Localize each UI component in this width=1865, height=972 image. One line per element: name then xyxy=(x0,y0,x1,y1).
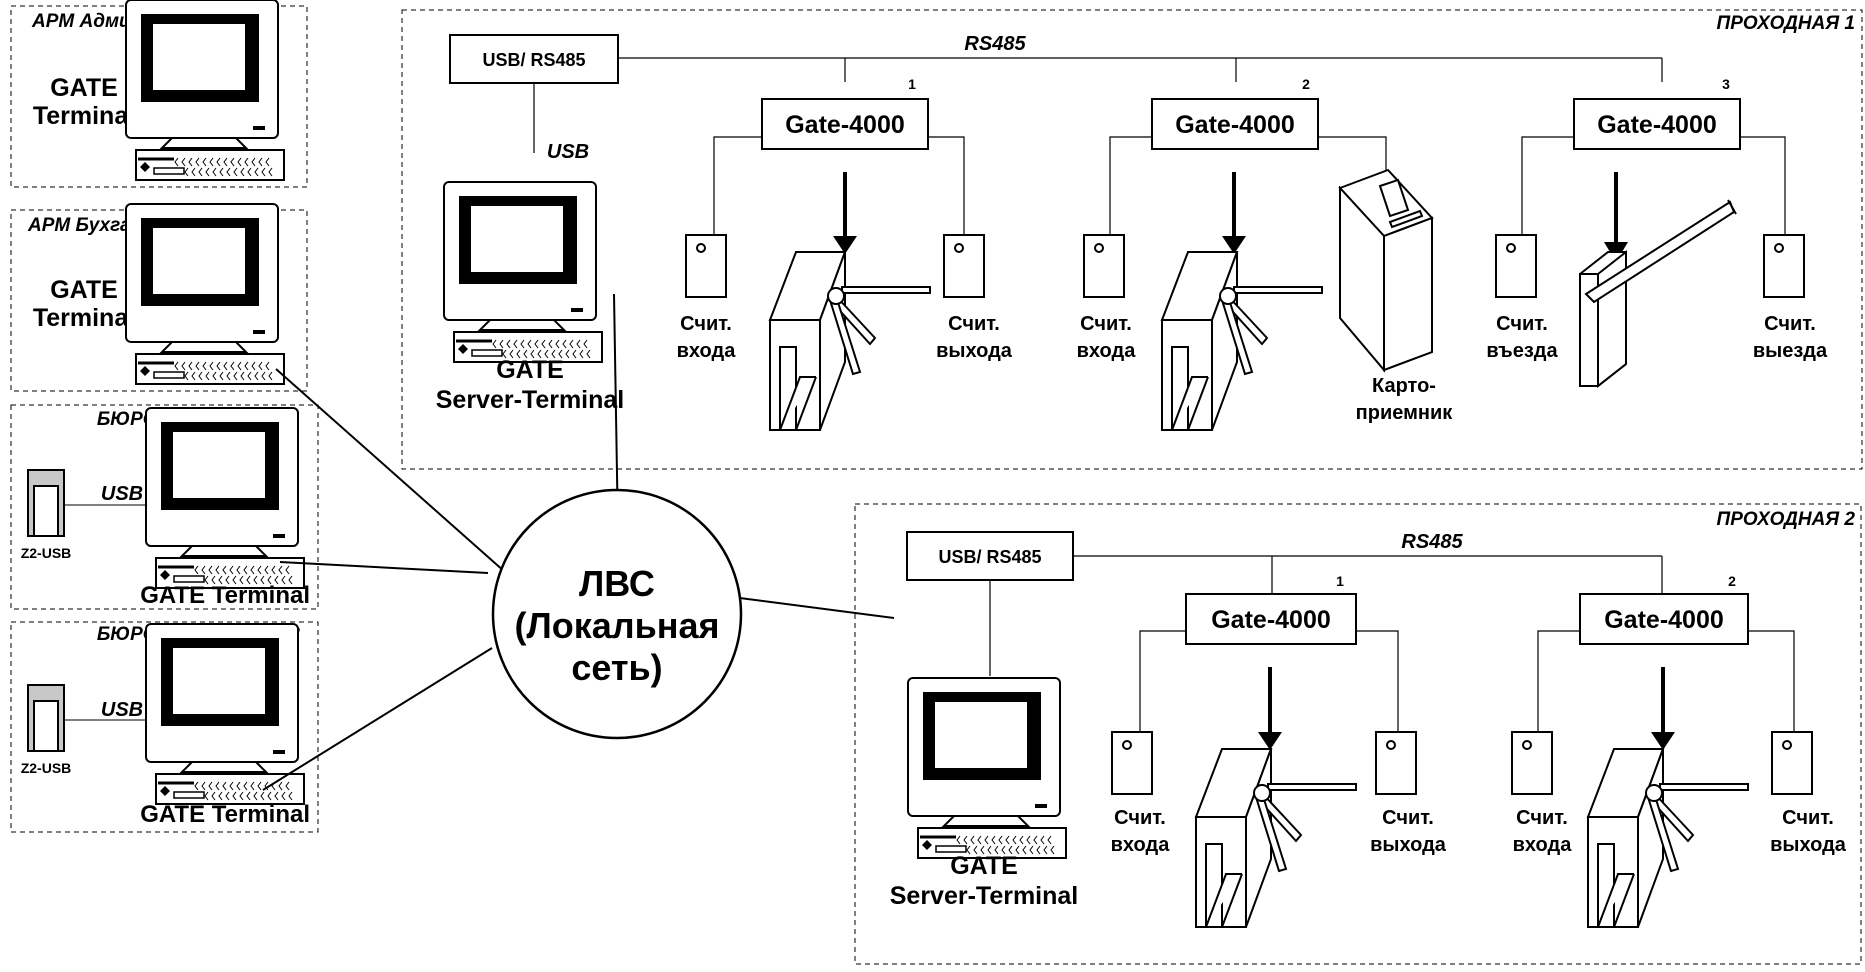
checkpoint2-converter-box xyxy=(906,531,1074,581)
checkpoint1-converter-label: USB/ RS485 xyxy=(482,50,585,70)
checkpoint1-controller2-number: 2 xyxy=(1302,76,1310,92)
lan-hub: ЛВС (Локальная сеть) xyxy=(491,488,743,740)
checkpoint1-card-collector-icon xyxy=(1339,169,1433,371)
checkpoint1-c2-turnstile-icon xyxy=(1161,251,1323,431)
checkpoint2-c2-reader-in-label-2: входа xyxy=(1513,834,1573,856)
admin-workstation-group: АРМ Администратора GATE Terminal xyxy=(10,0,308,188)
pass-bureau-2-group: БЮРО ПРОПУСКОВ 2 Z2-USB USB GATE Termina… xyxy=(10,621,319,833)
checkpoint1-c1-reader-in-label-2: входа xyxy=(677,340,737,362)
checkpoint2-controller1-number: 1 xyxy=(1336,573,1344,589)
checkpoint-1: ПРОХОДНАЯ 1 USB/ RS485 RS485 USB GATE Se… xyxy=(401,9,1863,470)
checkpoint1-controller2-label: Gate-4000 xyxy=(1175,111,1295,139)
checkpoint2-c2-reader-in-icon xyxy=(1511,731,1553,795)
bureau2-usb-label: USB xyxy=(101,699,143,721)
checkpoint2-c2-reader-out-icon xyxy=(1771,731,1813,795)
checkpoint2-controller1-label: Gate-4000 xyxy=(1211,606,1331,634)
lan-label-line3: сеть) xyxy=(571,647,662,688)
accounting-workstation-group: АРМ Бухгалтерии GATE Terminal xyxy=(10,202,308,392)
checkpoint-2: ПРОХОДНАЯ 2 USB/ RS485 RS485 GATE Server… xyxy=(854,503,1862,965)
checkpoint1-c3-reader-out-label-2: выезда xyxy=(1753,340,1828,362)
checkpoint2-c1-reader-out-label-1: Счит. xyxy=(1382,807,1434,829)
checkpoint2-c1-reader-out-icon xyxy=(1375,731,1417,795)
checkpoint2-c2-reader-out-label-2: выхода xyxy=(1770,834,1847,856)
checkpoint1-collector-label-1: Карто- xyxy=(1372,375,1436,397)
checkpoint1-controller-1: 1 Gate-4000 Счит. входа Счит. выхода xyxy=(677,76,1013,431)
checkpoint2-c1-reader-in-label-2: входа xyxy=(1111,834,1171,856)
checkpoint1-c1-reader-out-label-1: Счит. xyxy=(948,313,1000,335)
accounting-terminal-label-line1: GATE xyxy=(50,276,118,304)
checkpoint1-c2-reader-in-label-1: Счит. xyxy=(1080,313,1132,335)
checkpoint2-controller2-number: 2 xyxy=(1728,573,1736,589)
checkpoint2-c2-reader-in-label-1: Счит. xyxy=(1516,807,1568,829)
checkpoint2-c1-reader-out-label-2: выхода xyxy=(1370,834,1447,856)
bureau1-computer-icon xyxy=(144,406,306,590)
checkpoint2-controller-2: 2 Gate-4000 Счит. входа Счит. выхода xyxy=(1511,573,1847,928)
checkpoint1-server-computer-icon xyxy=(442,180,604,364)
checkpoint1-c1-reader-in-icon xyxy=(685,234,727,298)
checkpoint1-c3-reader-in-label-1: Счит. xyxy=(1496,313,1548,335)
checkpoint1-c2-reader-in-label-2: входа xyxy=(1077,340,1137,362)
bureau2-computer-icon xyxy=(144,622,306,806)
checkpoint1-c2-reader-in-icon xyxy=(1083,234,1125,298)
admin-terminal-label-line2: Terminal xyxy=(33,102,135,130)
checkpoint2-c2-reader-out-label-1: Счит. xyxy=(1782,807,1834,829)
checkpoint2-controller-1: 1 Gate-4000 Счит. входа Счит. выхода xyxy=(1111,573,1447,928)
checkpoint1-c3-reader-in-label-2: въезда xyxy=(1486,340,1558,362)
checkpoint1-controller-3: 3 Gate-4000 Счит. въезда Счит. выезда xyxy=(1486,76,1828,387)
checkpoint1-title: ПРОХОДНАЯ 1 xyxy=(1717,13,1855,34)
accounting-terminal-label-line2: Terminal xyxy=(33,304,135,332)
checkpoint1-c3-reader-out-icon xyxy=(1763,234,1805,298)
bureau2-terminal-label: GATE Terminal xyxy=(140,801,310,828)
lan-label-line2: (Локальная xyxy=(514,605,719,646)
checkpoint1-c1-reader-in-label-1: Счит. xyxy=(680,313,732,335)
checkpoint2-server-label-line1: GATE xyxy=(950,852,1018,880)
checkpoint1-c3-reader-in-icon xyxy=(1495,234,1537,298)
checkpoint1-c1-reader-out-icon xyxy=(943,234,985,298)
checkpoint1-controller1-number: 1 xyxy=(908,76,916,92)
bureau2-device-label: Z2-USB xyxy=(21,760,72,776)
checkpoint1-c1-reader-out-label-2: выхода xyxy=(936,340,1013,362)
checkpoint2-bus-label: RS485 xyxy=(1401,531,1463,553)
bureau1-usb-label: USB xyxy=(101,483,143,505)
bureau1-terminal-label: GATE Terminal xyxy=(140,582,310,609)
admin-computer-icon xyxy=(124,0,286,182)
checkpoint1-collector-label-2: приемник xyxy=(1356,402,1454,424)
accounting-computer-icon xyxy=(124,202,286,386)
checkpoint2-server-label-line2: Server-Terminal xyxy=(890,882,1079,910)
checkpoint2-c1-reader-in-icon xyxy=(1111,731,1153,795)
checkpoint2-controller2-label: Gate-4000 xyxy=(1604,606,1724,634)
checkpoint1-controller1-label: Gate-4000 xyxy=(785,111,905,139)
checkpoint1-barrier-gate-icon xyxy=(1579,199,1737,387)
checkpoint1-usb-label: USB xyxy=(547,141,589,163)
checkpoint2-title: ПРОХОДНАЯ 2 xyxy=(1717,509,1856,530)
checkpoint2-c2-turnstile-icon xyxy=(1587,748,1749,928)
checkpoint2-server-computer-icon xyxy=(906,676,1068,860)
lan-label-line1: ЛВС xyxy=(579,563,655,604)
checkpoint1-bus-label: RS485 xyxy=(964,33,1026,55)
checkpoint1-server-label-line2: Server-Terminal xyxy=(436,386,625,414)
checkpoint2-c1-turnstile-icon xyxy=(1195,748,1357,928)
pass-bureau-1-group: БЮРО ПРОПУСКОВ 1 Z2-USB USB GATE Termina… xyxy=(10,404,319,610)
lan-links xyxy=(262,293,895,791)
checkpoint1-controller3-number: 3 xyxy=(1722,76,1730,92)
checkpoint1-server-label-line1: GATE xyxy=(496,356,564,384)
bureau2-usb-reader-icon xyxy=(27,684,65,752)
bureau1-usb-reader-icon xyxy=(27,469,65,537)
admin-terminal-label-line1: GATE xyxy=(50,74,118,102)
checkpoint1-c1-turnstile-icon xyxy=(769,251,931,431)
checkpoint2-converter-label: USB/ RS485 xyxy=(938,547,1041,567)
checkpoint1-c3-reader-out-label-1: Счит. xyxy=(1764,313,1816,335)
checkpoint1-controller-2: 2 Gate-4000 Счит. входа Карто- приемник xyxy=(1077,76,1454,431)
bureau1-device-label: Z2-USB xyxy=(21,545,72,561)
checkpoint2-c1-reader-in-label-1: Счит. xyxy=(1114,807,1166,829)
checkpoint1-controller3-label: Gate-4000 xyxy=(1597,111,1717,139)
